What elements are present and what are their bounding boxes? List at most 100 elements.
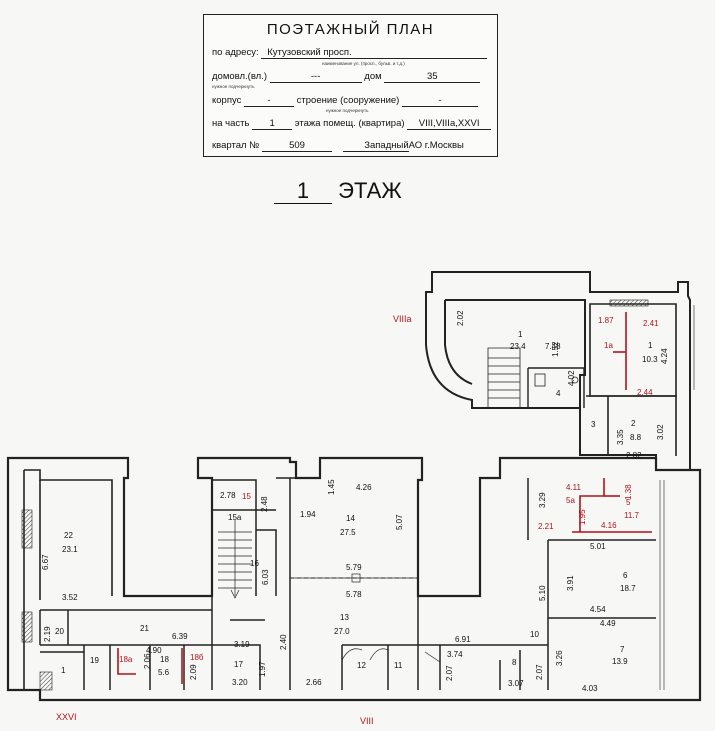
plan-label: 14 [346, 514, 355, 523]
plan-label: 6.91 [455, 635, 471, 644]
plan-label: 3.20 [232, 678, 248, 687]
plan-label: 1.95 [578, 509, 587, 525]
plan-label: 3.52 [62, 593, 78, 602]
stroenie-value: - [401, 95, 478, 107]
plan-label: 4.16 [601, 521, 617, 530]
plan-label: 20 [55, 627, 64, 636]
plan-label: 4.26 [356, 483, 372, 492]
stroenie-hint: нужное подчеркнуть [326, 108, 369, 113]
plan-label: 6.03 [261, 569, 270, 585]
header-form: ПОЭТАЖНЫЙ ПЛАН по адресу: Кутузовский пр… [203, 14, 498, 157]
stroenie-label: строение (сооружение) [296, 95, 400, 106]
plan-label: 5a [566, 496, 575, 505]
plan-label: 1.97 [258, 661, 267, 677]
address-hint: наименование ул. (просп., бульв. и т.д.) [322, 61, 405, 66]
plan-label: 3.19 [234, 640, 250, 649]
plan-label: 1.52 [551, 341, 560, 357]
plan-label: 22 [64, 531, 73, 540]
plan-label: 1.38 [624, 484, 633, 500]
plan-label: 12 [357, 661, 366, 670]
plan-label: 10 [530, 630, 539, 639]
plan-label: 1.45 [327, 479, 336, 495]
plan-label: 3.74 [447, 650, 463, 659]
form-title: ПОЭТАЖНЫЙ ПЛАН [266, 21, 435, 38]
dom-label: дом [364, 71, 382, 82]
plan-label: 5.07 [395, 514, 404, 530]
address-row: по адресу: Кутузовский просп. [212, 47, 488, 59]
floor-heading: 1 ЭТАЖ [274, 178, 402, 204]
kvartal-value: 509 [262, 140, 332, 152]
plan-label: 19 [90, 656, 99, 665]
plan-label: 2.19 [43, 626, 52, 642]
plan-label: 2.07 [535, 664, 544, 680]
part-row: на часть 1 этажа помещ. (квартира) VIII,… [212, 118, 492, 130]
domovl-label: домовл.(вл.) [212, 71, 267, 82]
plan-label: 23.4 [510, 342, 526, 351]
floor-value: VIII,VIIIa,XXVI [407, 118, 492, 130]
domovl-value: --- [269, 71, 362, 83]
plan-label: 2.06 [143, 653, 152, 669]
plan-label: 18 [160, 655, 169, 664]
plan-label: 4 [556, 389, 561, 398]
plan-label: 4.54 [590, 605, 606, 614]
plan-label: 10.3 [642, 355, 658, 364]
address-label: по адресу: [212, 47, 259, 58]
plan-label: 23.1 [62, 545, 78, 554]
plan-label: 5.10 [538, 585, 547, 601]
plan-label: 4.49 [600, 619, 616, 628]
plan-label: 5.79 [346, 563, 362, 572]
plan-label: 1 [518, 330, 523, 339]
plan-label: 27.5 [340, 528, 356, 537]
plan-label: 2.82 [626, 451, 642, 460]
plan-label: 13 [340, 613, 349, 622]
part-label: на часть [212, 118, 250, 129]
plan-label: 2.40 [279, 634, 288, 650]
plan-label: 15a [228, 513, 242, 522]
plan-label: 1 [61, 666, 66, 675]
plan-label: 11.7 [624, 511, 640, 520]
plan-label: 16 [250, 559, 259, 568]
district-suffix: АО г.Москвы [408, 140, 464, 151]
plan-label: 5.01 [590, 542, 606, 551]
plan-label: 2.66 [306, 678, 322, 687]
section-label-xxvi: XXVI [56, 712, 77, 722]
plan-label: 6.67 [41, 554, 50, 570]
plan-label: 2.02 [456, 310, 465, 326]
section-label-viiia: VIIIa [393, 314, 412, 324]
plan-label: 5.6 [158, 668, 170, 677]
korpus-value: - [244, 95, 295, 107]
plan-label: 7 [620, 645, 625, 654]
part-value: 1 [252, 118, 293, 130]
plan-label: 1.94 [300, 510, 316, 519]
plan-label: 21 [140, 624, 149, 633]
plan-label: 6.39 [172, 632, 188, 641]
plan-label: 15 [242, 492, 251, 501]
plan-label: 2.21 [538, 522, 554, 531]
plan-label: 2.09 [189, 664, 198, 680]
plan-label: 13.9 [612, 657, 628, 666]
kvartal-label: квартал № [212, 140, 260, 151]
plan-label: 18б [190, 653, 204, 662]
plan-label: 18.7 [620, 584, 636, 593]
korpus-row: корпус - строение (сооружение) - [212, 95, 478, 107]
floor-label: этажа помещ. (квартира) [294, 118, 405, 129]
plan-label: 3.29 [538, 492, 547, 508]
floor-number: 1 [274, 179, 332, 204]
plan-label: 4.11 [566, 483, 582, 492]
plan-label: 2.07 [445, 665, 454, 681]
kvartal-row: квартал № 509 ЗападныйАО г.Москвы [212, 140, 464, 152]
plan-label: 2.41 [643, 319, 659, 328]
plan-label: 3.35 [616, 429, 625, 445]
plan-label: 2.78 [220, 491, 236, 500]
plan-label: 1.87 [598, 316, 614, 325]
plan-label: 2.44 [637, 388, 653, 397]
plan-label: 3.07 [508, 679, 524, 688]
korpus-label: корпус [212, 95, 242, 106]
plan-label: 18a [119, 655, 133, 664]
plan-label: 3.26 [555, 650, 564, 666]
plan-label: 5 [626, 498, 631, 507]
plan-label: 3 [591, 420, 596, 429]
plan-label: 1a [604, 341, 613, 350]
